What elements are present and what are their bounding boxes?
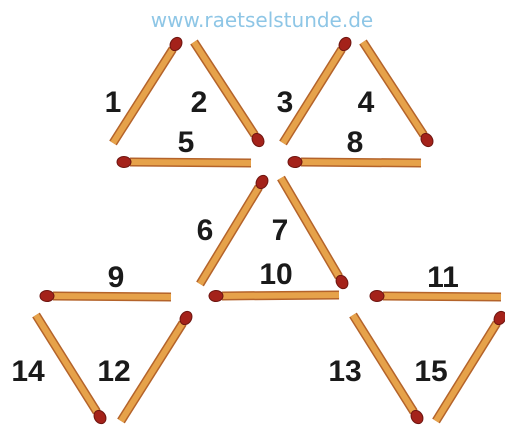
matchstick-10[interactable] xyxy=(208,289,340,303)
matchstick-15-label: 15 xyxy=(414,355,447,388)
matchstick-6-wood xyxy=(197,185,262,286)
matchstick-3[interactable] xyxy=(279,35,353,146)
matchstick-9-label: 9 xyxy=(108,261,125,294)
matchstick-2-label: 2 xyxy=(191,86,208,119)
matchstick-13-label: 13 xyxy=(328,355,361,388)
matchstick-12-wood xyxy=(118,321,186,423)
matchstick-13-wood xyxy=(350,313,417,414)
matchstick-5-head xyxy=(116,155,132,169)
matchstick-12-head xyxy=(179,310,193,326)
matchstick-3-label: 3 xyxy=(277,86,294,119)
matchstick-14-wood xyxy=(33,313,100,414)
matchstick-10-wood xyxy=(221,292,340,299)
matchstick-11-wood xyxy=(382,293,502,300)
matchstick-11[interactable] xyxy=(369,289,502,303)
matchstick-8-head xyxy=(287,155,303,169)
matchstick-2-wood xyxy=(191,40,258,137)
matchstick-9-wood xyxy=(52,293,172,300)
matchstick-12-label: 12 xyxy=(97,355,130,388)
matchstick-8[interactable] xyxy=(287,155,422,169)
matchstick-12[interactable] xyxy=(117,309,194,424)
matchstick-7-head xyxy=(335,274,349,290)
matchstick-14-head xyxy=(93,409,107,425)
matchstick-11-label: 11 xyxy=(427,261,459,294)
matchstick-9[interactable] xyxy=(39,289,172,303)
matchstick-2[interactable] xyxy=(190,39,266,149)
matchstick-11-head xyxy=(369,289,385,303)
matchstick-4-label: 4 xyxy=(358,86,375,119)
matchstick-14[interactable] xyxy=(32,312,108,426)
matchstick-7-wood xyxy=(278,176,342,279)
matchstick-10-label: 10 xyxy=(259,258,292,291)
matchstick-15-wood xyxy=(433,321,500,423)
matchstick-5-label: 5 xyxy=(178,126,195,159)
matchstick-13[interactable] xyxy=(349,312,425,426)
matchstick-5-wood xyxy=(129,159,252,166)
matchstick-1-label: 1 xyxy=(105,86,122,119)
matchstick-6[interactable] xyxy=(196,173,270,287)
matchstick-6-label: 6 xyxy=(197,214,214,247)
matchstick-3-wood xyxy=(280,47,345,145)
matchstick-1-wood xyxy=(110,47,176,145)
matchstick-13-head xyxy=(410,409,424,425)
matchstick-4-wood xyxy=(360,40,427,137)
matchstick-3-head xyxy=(338,36,352,52)
matchstick-1-head xyxy=(169,36,183,52)
matchstick-7[interactable] xyxy=(277,175,350,291)
matchstick-8-wood xyxy=(300,159,422,166)
matchstick-9-head xyxy=(39,289,55,303)
matchstick-7-label: 7 xyxy=(272,214,289,247)
site-watermark: www.raetselstunde.de xyxy=(151,8,373,32)
matchstick-1[interactable] xyxy=(109,35,184,146)
matchstick-10-head xyxy=(208,289,224,303)
matchstick-4[interactable] xyxy=(359,39,435,149)
matchstick-2-head xyxy=(251,132,265,148)
matchstick-14-label: 14 xyxy=(11,355,45,388)
matchsticks xyxy=(32,35,505,426)
matchstick-6-head xyxy=(255,174,269,190)
matchstick-8-label: 8 xyxy=(347,126,364,159)
matchstick-5[interactable] xyxy=(116,155,252,169)
matchstick-4-head xyxy=(420,132,434,148)
